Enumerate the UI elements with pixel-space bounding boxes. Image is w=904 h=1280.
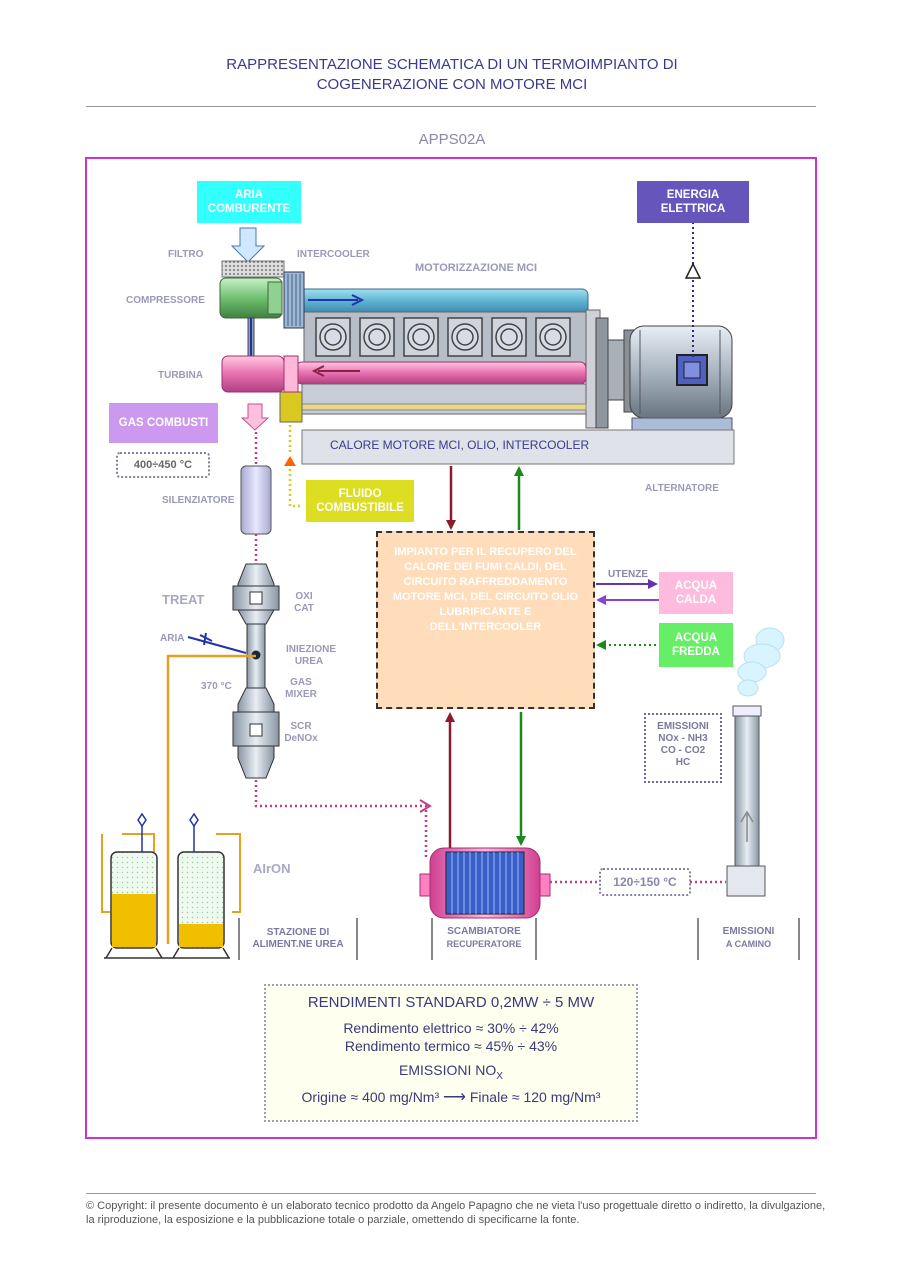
summary-title: RENDIMENTI STANDARD 0,2MW ÷ 5 MW [307,994,595,1011]
acqua-fredda-box: ACQUA FREDDA [659,623,733,667]
iniezione-urea-label: INIEZIONE UREA [286,644,337,667]
calore-motore-label: CALORE MOTORE MCI, OLIO, INTERCOOLER [330,438,590,452]
recuperatore-label: RECUPERATORE [446,939,522,949]
scambiatore-label: SCAMBIATORE [447,926,521,937]
page-title-line1: RAPPRESENTAZIONE SCHEMATICA DI UN TERMOI… [226,56,678,73]
aria-comburente-box: ARIA COMBURENTE [197,181,301,223]
emissioni-list-item: HC [675,757,691,768]
scambiatore-caption: SCAMBIATORE RECUPERATORE [431,918,537,960]
impianto-recupero-box: IMPIANTO PER IL RECUPERO DEL CALORE DEI … [376,531,595,709]
long-arrow-icon: ⟶ [443,1088,466,1106]
rendimento-elettrico: Rendimento elettrico ≈ 30% ÷ 42% [343,1020,559,1036]
emissioni-nox-text: EMISSIONI NO [399,1062,497,1078]
stazione-urea-caption: STAZIONE DI ALIMENT.NE UREA [238,918,358,960]
document-code: APPS02A [418,131,486,148]
emissioni-list-box: EMISSIONI NOx - NH3 CO - CO2 HC [644,713,722,783]
emissioni-nox-title: EMISSIONI NOX [266,1062,636,1082]
a-camino-label: A CAMINO [725,939,772,949]
motorizzazione-label: MOTORIZZAZIONE MCI [415,262,538,274]
aria-label: ARIA [160,633,185,644]
utenze-label: UTENZE [608,569,648,580]
gas-combusti-box: GAS COMBUSTI [109,403,218,443]
scr-denox-label: SCR DeNOx [284,721,318,744]
oxi-cat-label: OXI CAT [294,591,314,614]
page-title-line2: COGENERAZIONE CON MOTORE MCI [316,76,588,93]
footer-divider [86,1193,816,1194]
acqua-calda-box: ACQUA CALDA [659,572,733,614]
energia-elettrica-box: ENERGIA ELETTRICA [637,181,749,223]
stazione-urea-label: STAZIONE DI ALIMENT.NE UREA [252,927,344,950]
emissioni-list-item: EMISSIONI [657,721,709,732]
emissioni-list-item: CO - CO2 [660,745,706,756]
emissioni-nox-sub: X [496,1070,503,1082]
alternatore-label: ALTERNATORE [645,483,719,494]
emissioni-camino-caption: EMISSIONI A CAMINO [697,918,800,960]
engine-cylinders [315,317,571,357]
temp-gas-badge: 400÷450 °C [116,452,210,478]
impianto-recupero-label: IMPIANTO PER IL RECUPERO DEL CALORE DEI … [392,546,579,633]
fluido-combustibile-box: FLUIDO COMBUSTIBILE [306,480,414,522]
temp-370-label: 370 °C [201,681,232,692]
intercooler-label: INTERCOOLER [297,249,370,260]
silenziatore-label: SILENZIATORE [162,495,235,506]
emissioni-list-item: NOx - NH3 [658,733,708,744]
diagram-frame [85,157,817,1139]
header-divider [86,106,816,107]
summary-box: RENDIMENTI STANDARD 0,2MW ÷ 5 MW Rendime… [264,984,638,1122]
emissioni-camino-label: EMISSIONI [722,926,775,937]
airon-label: AIrON [253,861,291,876]
emissioni-values: Origine ≈ 400 mg/Nm³ ⟶ Finale ≈ 120 mg/N… [266,1087,636,1107]
filtro-label: FILTRO [168,249,204,260]
treat-label: TREAT [162,592,205,607]
finale-value: Finale ≈ 120 mg/Nm³ [469,1088,601,1105]
turbina-label: TURBINA [158,370,203,381]
compressore-label: COMPRESSORE [126,295,205,306]
temp-scambiatore-badge: 120÷150 °C [599,868,691,896]
rendimento-termico: Rendimento termico ≈ 45% ÷ 43% [344,1038,558,1054]
origine-value: Origine ≈ 400 mg/Nm³ [301,1088,440,1105]
gas-mixer-label: GAS MIXER [285,677,317,700]
copyright-text: © Copyright: il presente documento è un … [86,1200,826,1226]
